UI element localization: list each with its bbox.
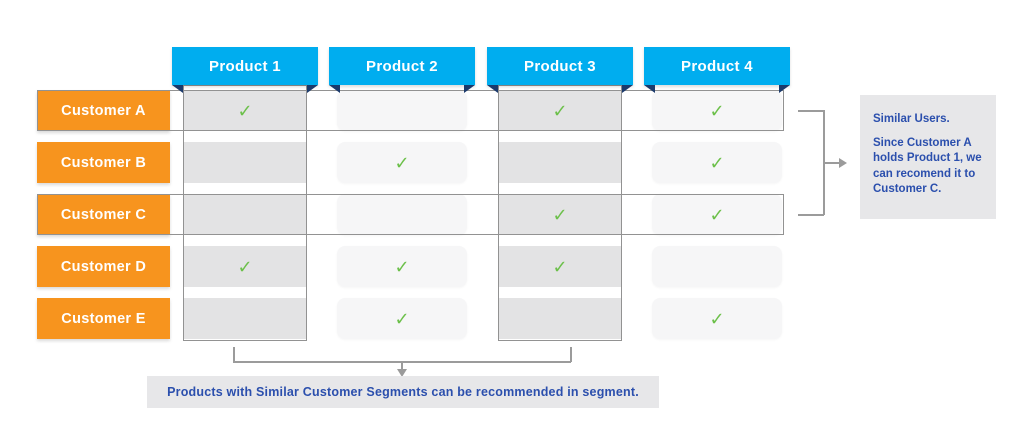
cell-customer-a-product-3: ✓ [498,90,622,131]
cell-customer-a-product-1: ✓ [183,90,307,131]
check-icon: ✓ [709,100,725,121]
ribbon-fold-icon [307,85,318,93]
cell-customer-e-product-4: ✓ [652,298,782,339]
product-1-header-label: Product 1 [209,57,281,75]
cell-customer-d-product-4 [652,246,782,287]
bottom-bracket-arrow-line [401,361,403,370]
bracket-arrow-line [823,162,840,164]
cell-customer-a-product-4: ✓ [652,90,782,131]
segment-callout: Products with Similar Customer Segments … [147,376,659,408]
product-3-header: Product 3 [487,47,633,93]
customer-c-label: Customer C [37,194,170,235]
check-icon: ✓ [552,100,568,121]
segment-callout-text: Products with Similar Customer Segments … [167,385,639,399]
customer-e-label-text: Customer E [61,310,146,327]
cell-customer-e-product-3 [498,298,622,339]
cell-customer-e-product-2: ✓ [337,298,467,339]
customer-a-label-text: Customer A [61,102,146,119]
check-icon: ✓ [552,256,568,277]
cell-customer-c-product-4: ✓ [652,194,782,235]
cell-customer-c-product-1 [183,194,307,235]
cell-customer-d-product-1: ✓ [183,246,307,287]
cell-customer-c-product-3: ✓ [498,194,622,235]
check-icon: ✓ [237,256,253,277]
highlight-column-product-3 [498,85,622,341]
bottom-bracket-left-stub [233,347,235,362]
cell-customer-b-product-1 [183,142,307,183]
customer-e-label: Customer E [37,298,170,339]
arrow-down-icon [397,369,407,377]
ribbon-fold-icon [644,85,655,93]
bracket-line-row-c [798,214,824,216]
product-4-header: Product 4 [644,47,790,93]
customer-b-label-text: Customer B [60,154,147,171]
customer-b-label: Customer B [37,142,170,183]
product-4-header-label: Product 4 [681,57,753,75]
check-icon: ✓ [709,308,725,329]
customer-d-label-text: Customer D [60,258,147,275]
cell-customer-b-product-4: ✓ [652,142,782,183]
check-icon: ✓ [552,204,568,225]
cell-customer-b-product-3 [498,142,622,183]
product-2-header: Product 2 [329,47,475,93]
ribbon-fold-icon [172,85,183,93]
product-2-header-label: Product 2 [366,57,438,75]
check-icon: ✓ [394,308,410,329]
similar-users-body: Since Customer A holds Product 1, we can… [873,137,982,195]
check-icon: ✓ [394,256,410,277]
ribbon-fold-icon [329,85,340,93]
cell-customer-d-product-2: ✓ [337,246,467,287]
ribbon-fold-icon [487,85,498,93]
similar-users-callout: Similar Users. Since Customer A holds Pr… [860,95,996,219]
customer-d-label: Customer D [37,246,170,287]
ribbon-fold-icon [779,85,790,93]
customer-a-label: Customer A [37,90,170,131]
cell-customer-a-product-2 [337,90,467,131]
ribbon-fold-icon [622,85,633,93]
cell-customer-d-product-3: ✓ [498,246,622,287]
check-icon: ✓ [394,152,410,173]
highlight-column-product-1 [183,85,307,341]
product-3-header-label: Product 3 [524,57,596,75]
arrow-right-icon [839,158,847,168]
check-icon: ✓ [709,204,725,225]
bracket-line-row-a [798,110,824,112]
cell-customer-b-product-2: ✓ [337,142,467,183]
check-icon: ✓ [237,100,253,121]
ribbon-fold-icon [464,85,475,93]
customer-c-label-text: Customer C [60,206,147,223]
cell-customer-e-product-1 [183,298,307,339]
check-icon: ✓ [709,152,725,173]
product-1-header: Product 1 [172,47,318,93]
cell-customer-c-product-2 [337,194,467,235]
similar-users-title: Similar Users. [873,113,950,125]
bottom-bracket-right-stub [570,347,572,362]
